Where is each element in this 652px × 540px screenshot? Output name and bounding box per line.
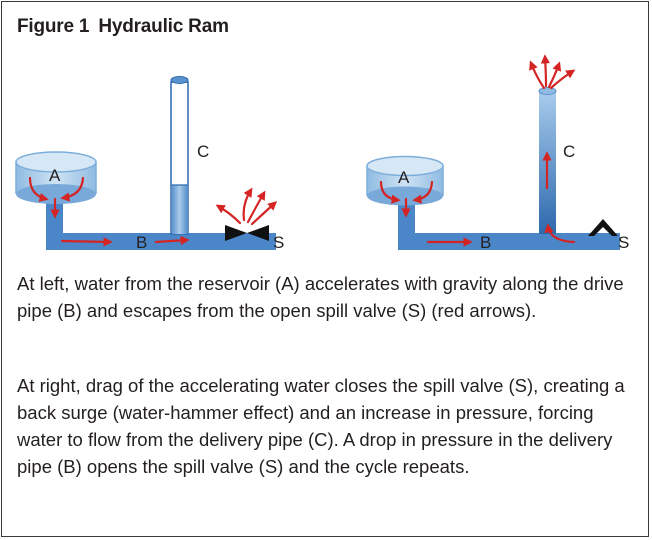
left-arrow-tank-right <box>60 176 85 202</box>
left-label-S: S <box>273 233 284 252</box>
right-arrow-top-2 <box>540 54 551 88</box>
hydraulic-ram-diagram: A B C S <box>15 54 629 252</box>
right-label-B: B <box>480 233 491 252</box>
right-arrow-tank-right <box>412 180 434 204</box>
right-flow-arrows <box>379 54 576 247</box>
caption-left-diagram: At left, water from the reservoir (A) ac… <box>17 273 624 321</box>
right-label-A: A <box>398 168 410 187</box>
right-diagram: A B C S <box>366 54 629 252</box>
left-spill-valve-open <box>225 225 269 241</box>
left-arrow-spill-4 <box>250 201 278 226</box>
left-flow-arrows <box>28 176 278 247</box>
left-arrow-spill-1 <box>215 204 242 225</box>
figure-number: Figure 1 <box>17 16 90 37</box>
left-arrow-drive-2 <box>154 235 190 246</box>
right-arrow-top-4 <box>549 69 576 90</box>
right-label-S: S <box>618 233 629 252</box>
right-drive-pipe <box>398 233 620 250</box>
right-arrow-return <box>544 223 576 244</box>
left-arrow-drive-1 <box>60 237 113 247</box>
left-delivery-pipe <box>170 76 189 235</box>
right-label-C: C <box>563 142 575 161</box>
left-label-B: B <box>136 233 147 252</box>
left-arrow-spill-3 <box>246 190 266 224</box>
figure-title-text: Hydraulic Ram <box>98 16 229 37</box>
left-arrow-tank-left <box>28 176 49 202</box>
left-diagram: A B C S <box>15 76 284 252</box>
left-arrow-spill-2 <box>242 187 253 222</box>
right-reservoir <box>366 155 444 206</box>
left-label-A: A <box>49 166 61 185</box>
right-arrow-tank-left <box>379 180 401 204</box>
right-arrow-top-1 <box>529 60 546 90</box>
figure-title: Figure 1 Hydraulic Ram <box>17 16 229 38</box>
right-arrow-top-3 <box>547 61 562 89</box>
right-spill-valve-closed <box>588 219 618 236</box>
left-label-C: C <box>197 142 209 161</box>
caption-right-diagram: At right, drag of the accelerating water… <box>17 375 625 477</box>
